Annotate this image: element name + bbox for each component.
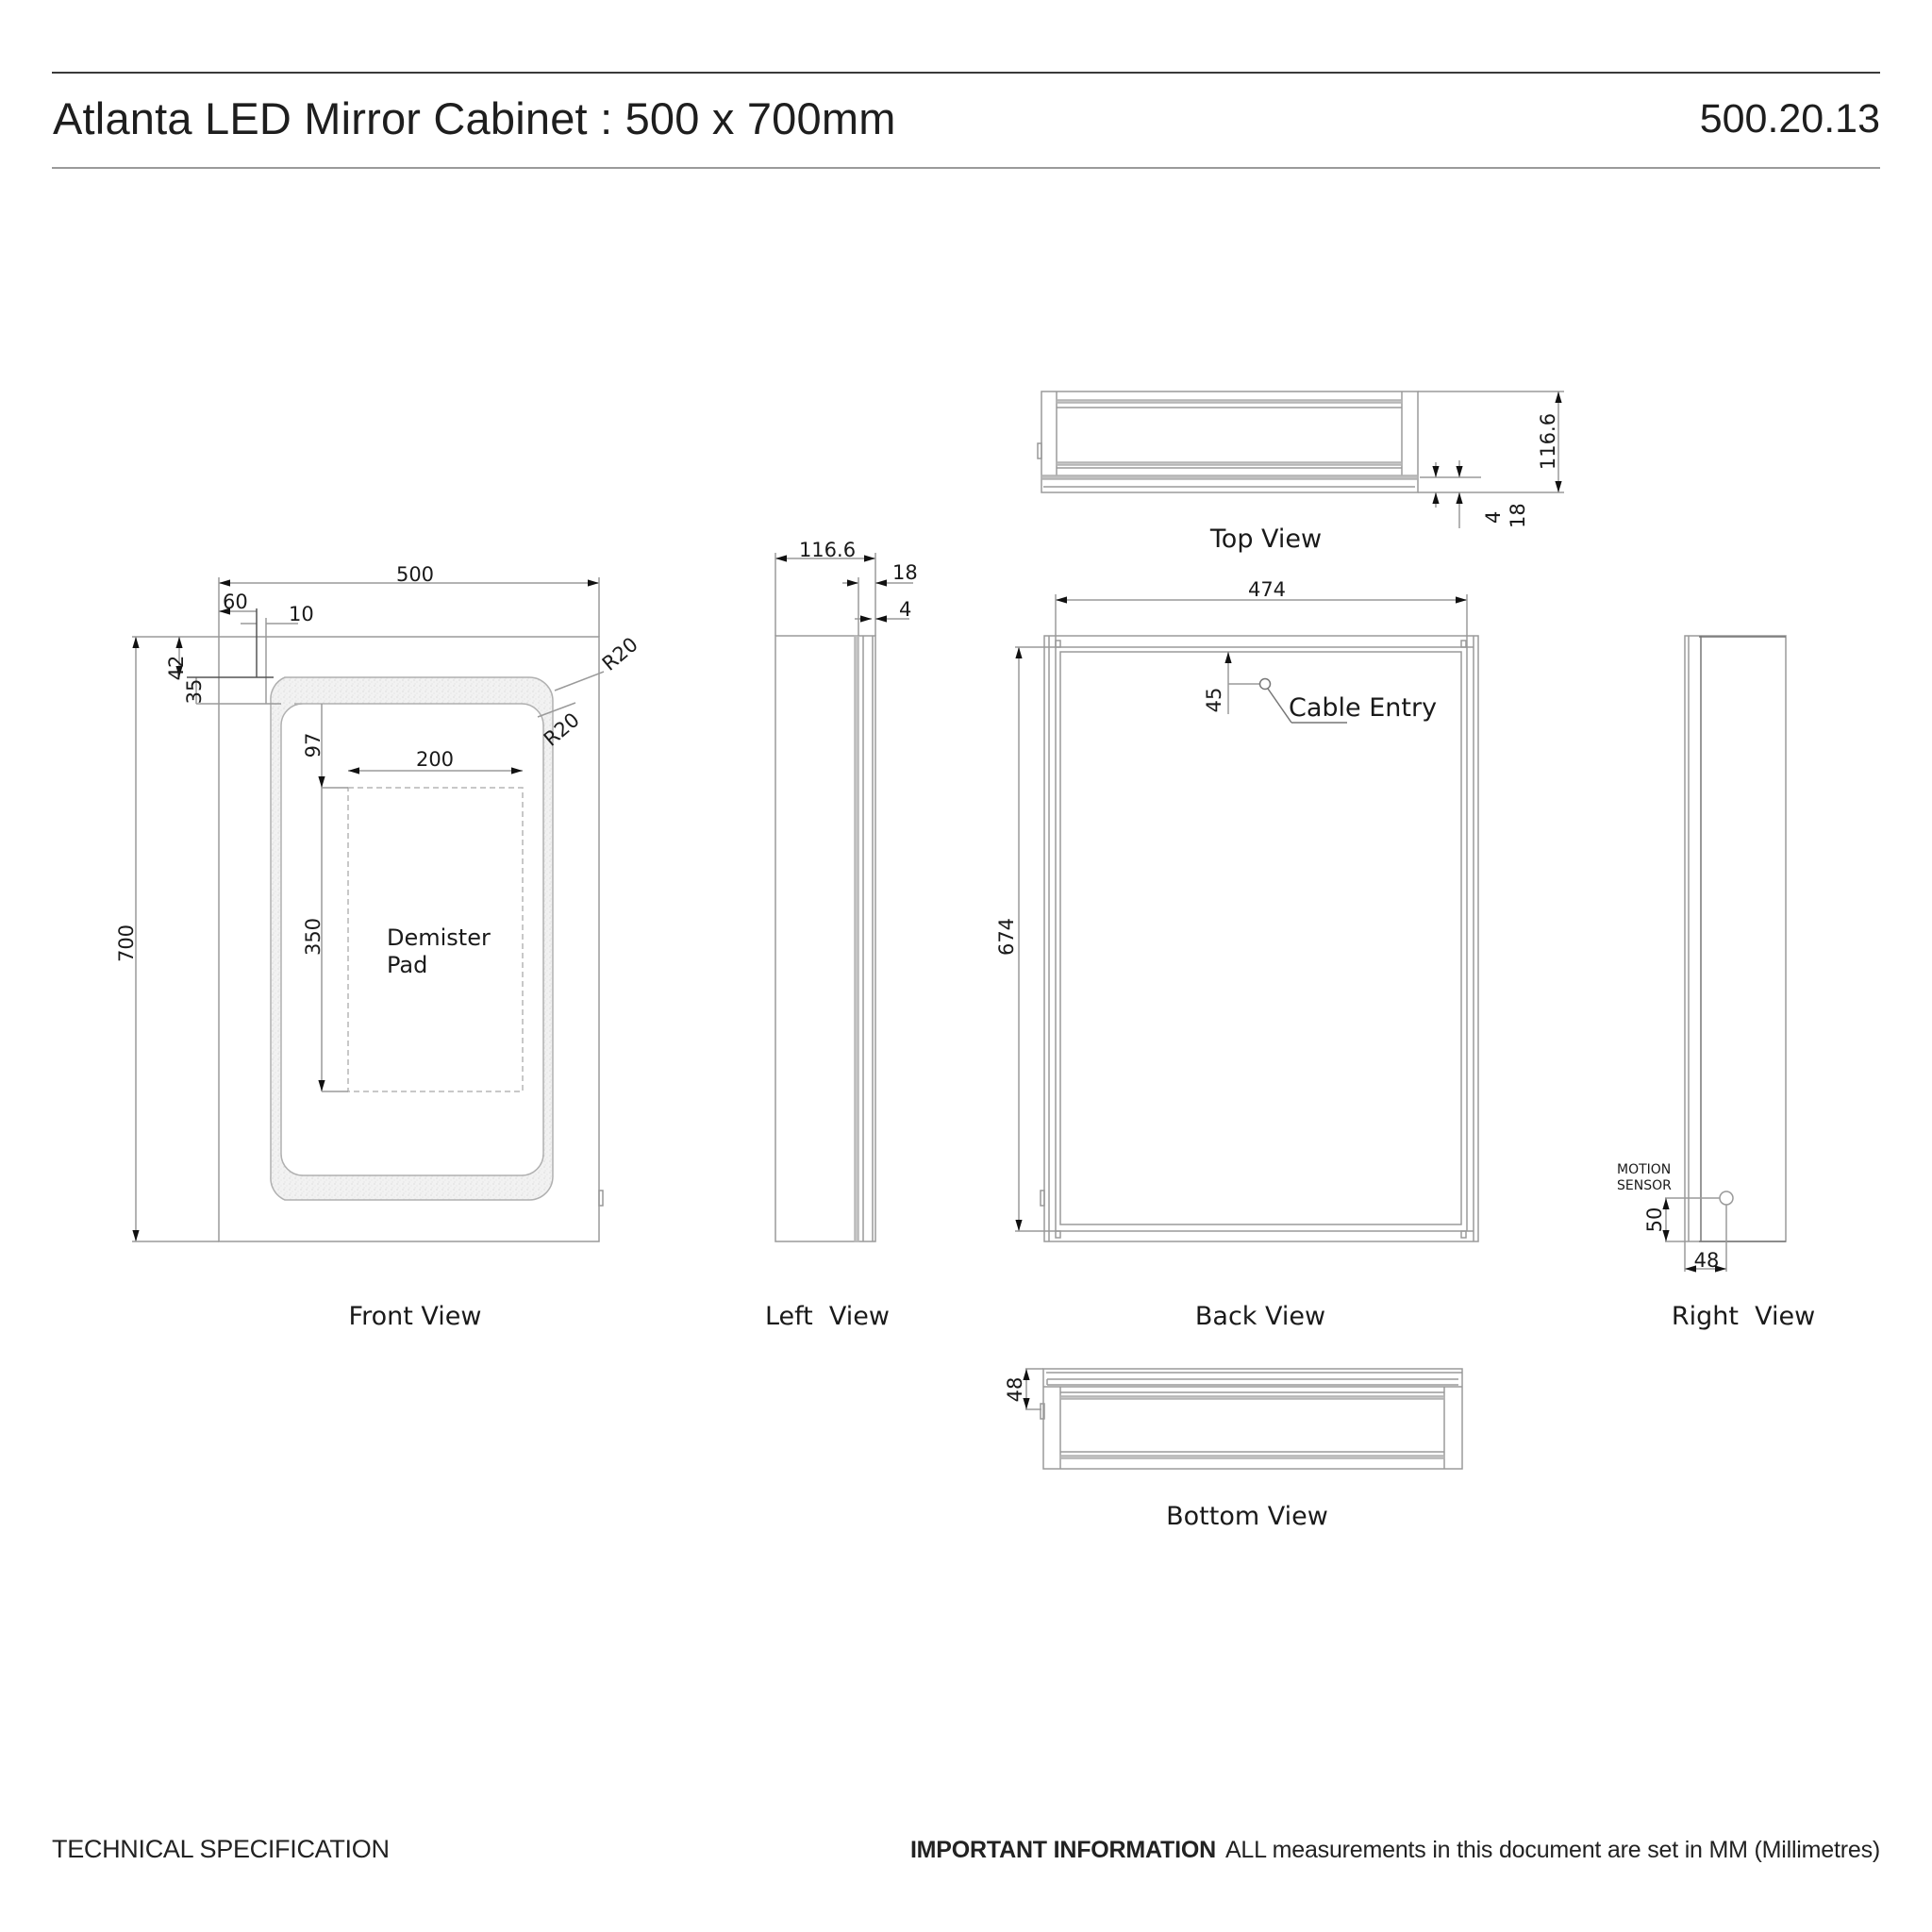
document-title: Atlanta LED Mirror Cabinet : 500 x 700mm — [53, 93, 896, 143]
dim-cable-offset: 45 — [1203, 688, 1225, 713]
dim-led-band-width: 10 — [289, 603, 314, 625]
dim-bottom-depth: 48 — [1004, 1377, 1026, 1403]
back-view-labels: 474 674 45 Cable Entry Back View — [995, 578, 1437, 1331]
bottom-view-label: Bottom View — [1166, 1502, 1328, 1531]
dim-front-height: 700 — [115, 924, 138, 962]
dim-top-door: 18 — [1507, 503, 1529, 528]
dim-outer-radius: R20 — [598, 633, 642, 675]
important-info-label: IMPORTANT INFORMATION — [909, 1837, 1216, 1863]
dim-led-offset-top: 42 — [165, 656, 188, 681]
dim-demister-offset: 97 — [302, 733, 325, 758]
header-top-rule — [52, 72, 1880, 74]
back-view — [1015, 594, 1479, 1242]
dim-top-depth: 116.6 — [1537, 413, 1559, 470]
product-code: 500.20.13 — [1699, 96, 1880, 142]
demister-pad — [347, 787, 524, 1092]
dim-demister-width: 200 — [416, 748, 454, 771]
front-outline — [218, 636, 600, 1242]
left-view — [774, 553, 913, 1242]
right-view-label: Right View — [1672, 1302, 1815, 1331]
front-view-label: Front View — [349, 1302, 482, 1331]
bottom-view — [1023, 1368, 1463, 1470]
back-view-label: Back View — [1195, 1302, 1325, 1331]
dim-led-band-height: 35 — [183, 679, 206, 705]
important-info-text: ALL measurements in this document are se… — [1224, 1837, 1880, 1863]
top-view — [1037, 391, 1564, 528]
dim-left-door: 18 — [892, 561, 918, 584]
front-view — [132, 577, 605, 1242]
dim-left-glass: 4 — [899, 598, 911, 621]
dim-front-width: 500 — [396, 563, 434, 586]
demister-label-line1: Demister — [387, 924, 491, 951]
top-view-labels: 116.6 4 18 Top View — [1209, 413, 1559, 554]
motion-sensor-label-line2: SENSOR — [1617, 1178, 1672, 1193]
dim-sensor-offset: 48 — [1694, 1249, 1720, 1272]
top-view-label: Top View — [1209, 525, 1322, 554]
left-view-label: Left View — [765, 1302, 890, 1331]
cable-entry-label: Cable Entry — [1289, 693, 1437, 723]
right-view — [1662, 635, 1787, 1273]
demister-label-line2: Pad — [387, 952, 427, 978]
motion-sensor-label-line1: MOTION — [1617, 1162, 1671, 1177]
dim-demister-height: 350 — [302, 918, 325, 956]
header-bottom-rule — [52, 167, 1880, 169]
dim-back-height: 674 — [995, 918, 1018, 956]
right-view-labels: MOTION SENSOR 50 48 Right View — [1617, 1162, 1815, 1331]
dim-left-depth: 116.6 — [799, 539, 856, 561]
left-view-labels: 116.6 18 4 Left View — [765, 539, 918, 1331]
footer-important-info: IMPORTANT INFORMATION ALL measurements in… — [910, 1837, 1880, 1864]
dim-back-width: 474 — [1248, 578, 1286, 601]
dim-top-glass: 4 — [1482, 511, 1505, 524]
bottom-view-labels: 48 Bottom View — [1004, 1377, 1328, 1531]
front-view-labels: 500 60 10 700 42 35 R20 R20 97 200 350 D… — [115, 563, 642, 1331]
dim-sensor-height: 50 — [1643, 1208, 1666, 1233]
footer-technical-spec: TECHNICAL SPECIFICATION — [52, 1835, 390, 1863]
dim-led-offset-x: 60 — [223, 591, 248, 613]
